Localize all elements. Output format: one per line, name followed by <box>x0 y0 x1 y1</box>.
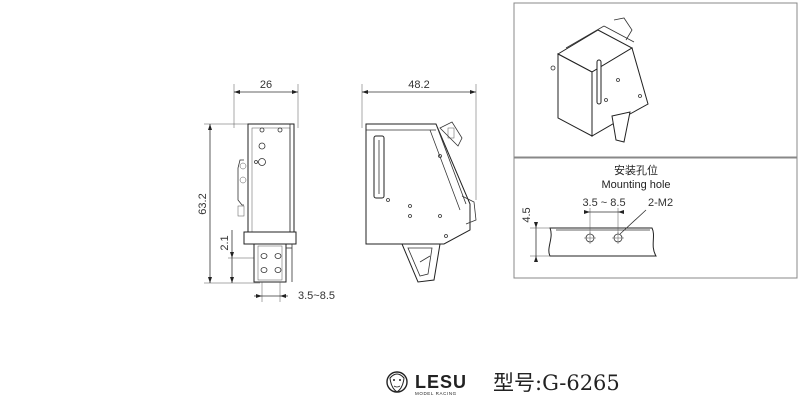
side-view: 48.2 <box>361 79 477 283</box>
height-dimension-label: 4.5 <box>521 207 533 222</box>
mounting-hole-detail: 安装孔位 Mounting hole 3.5 ~ 8.5 2-M2 4.5 <box>521 163 673 262</box>
mounting-hole-frame <box>513 157 798 279</box>
front-view: 26 63.2 2.1 <box>197 79 335 302</box>
height-dimension-label: 63.2 <box>197 193 209 214</box>
brand-subtitle: MODEL RACING <box>415 391 457 396</box>
hole-range-dimension-label: 3.5~8.5 <box>298 290 335 302</box>
iso-view-frame <box>513 2 798 158</box>
mounting-hole-title-cn: 安装孔位 <box>614 163 658 177</box>
offset-dimension-label: 2.1 <box>219 235 231 250</box>
isometric-view <box>550 17 649 143</box>
length-dimension-label: 48.2 <box>408 79 429 91</box>
width-dimension-label: 26 <box>260 79 272 91</box>
thread-dimension-label: 2-M2 <box>648 197 673 209</box>
lion-head-icon <box>386 371 408 393</box>
mounting-hole-title-en: Mounting hole <box>601 179 670 191</box>
brand-name: LESU <box>415 372 467 392</box>
range-dimension-label: 3.5 ~ 8.5 <box>582 197 625 209</box>
model-number: 型号:G-6265 <box>493 371 620 395</box>
brand-footer: LESU MODEL RACING 型号:G-6265 <box>386 371 620 396</box>
